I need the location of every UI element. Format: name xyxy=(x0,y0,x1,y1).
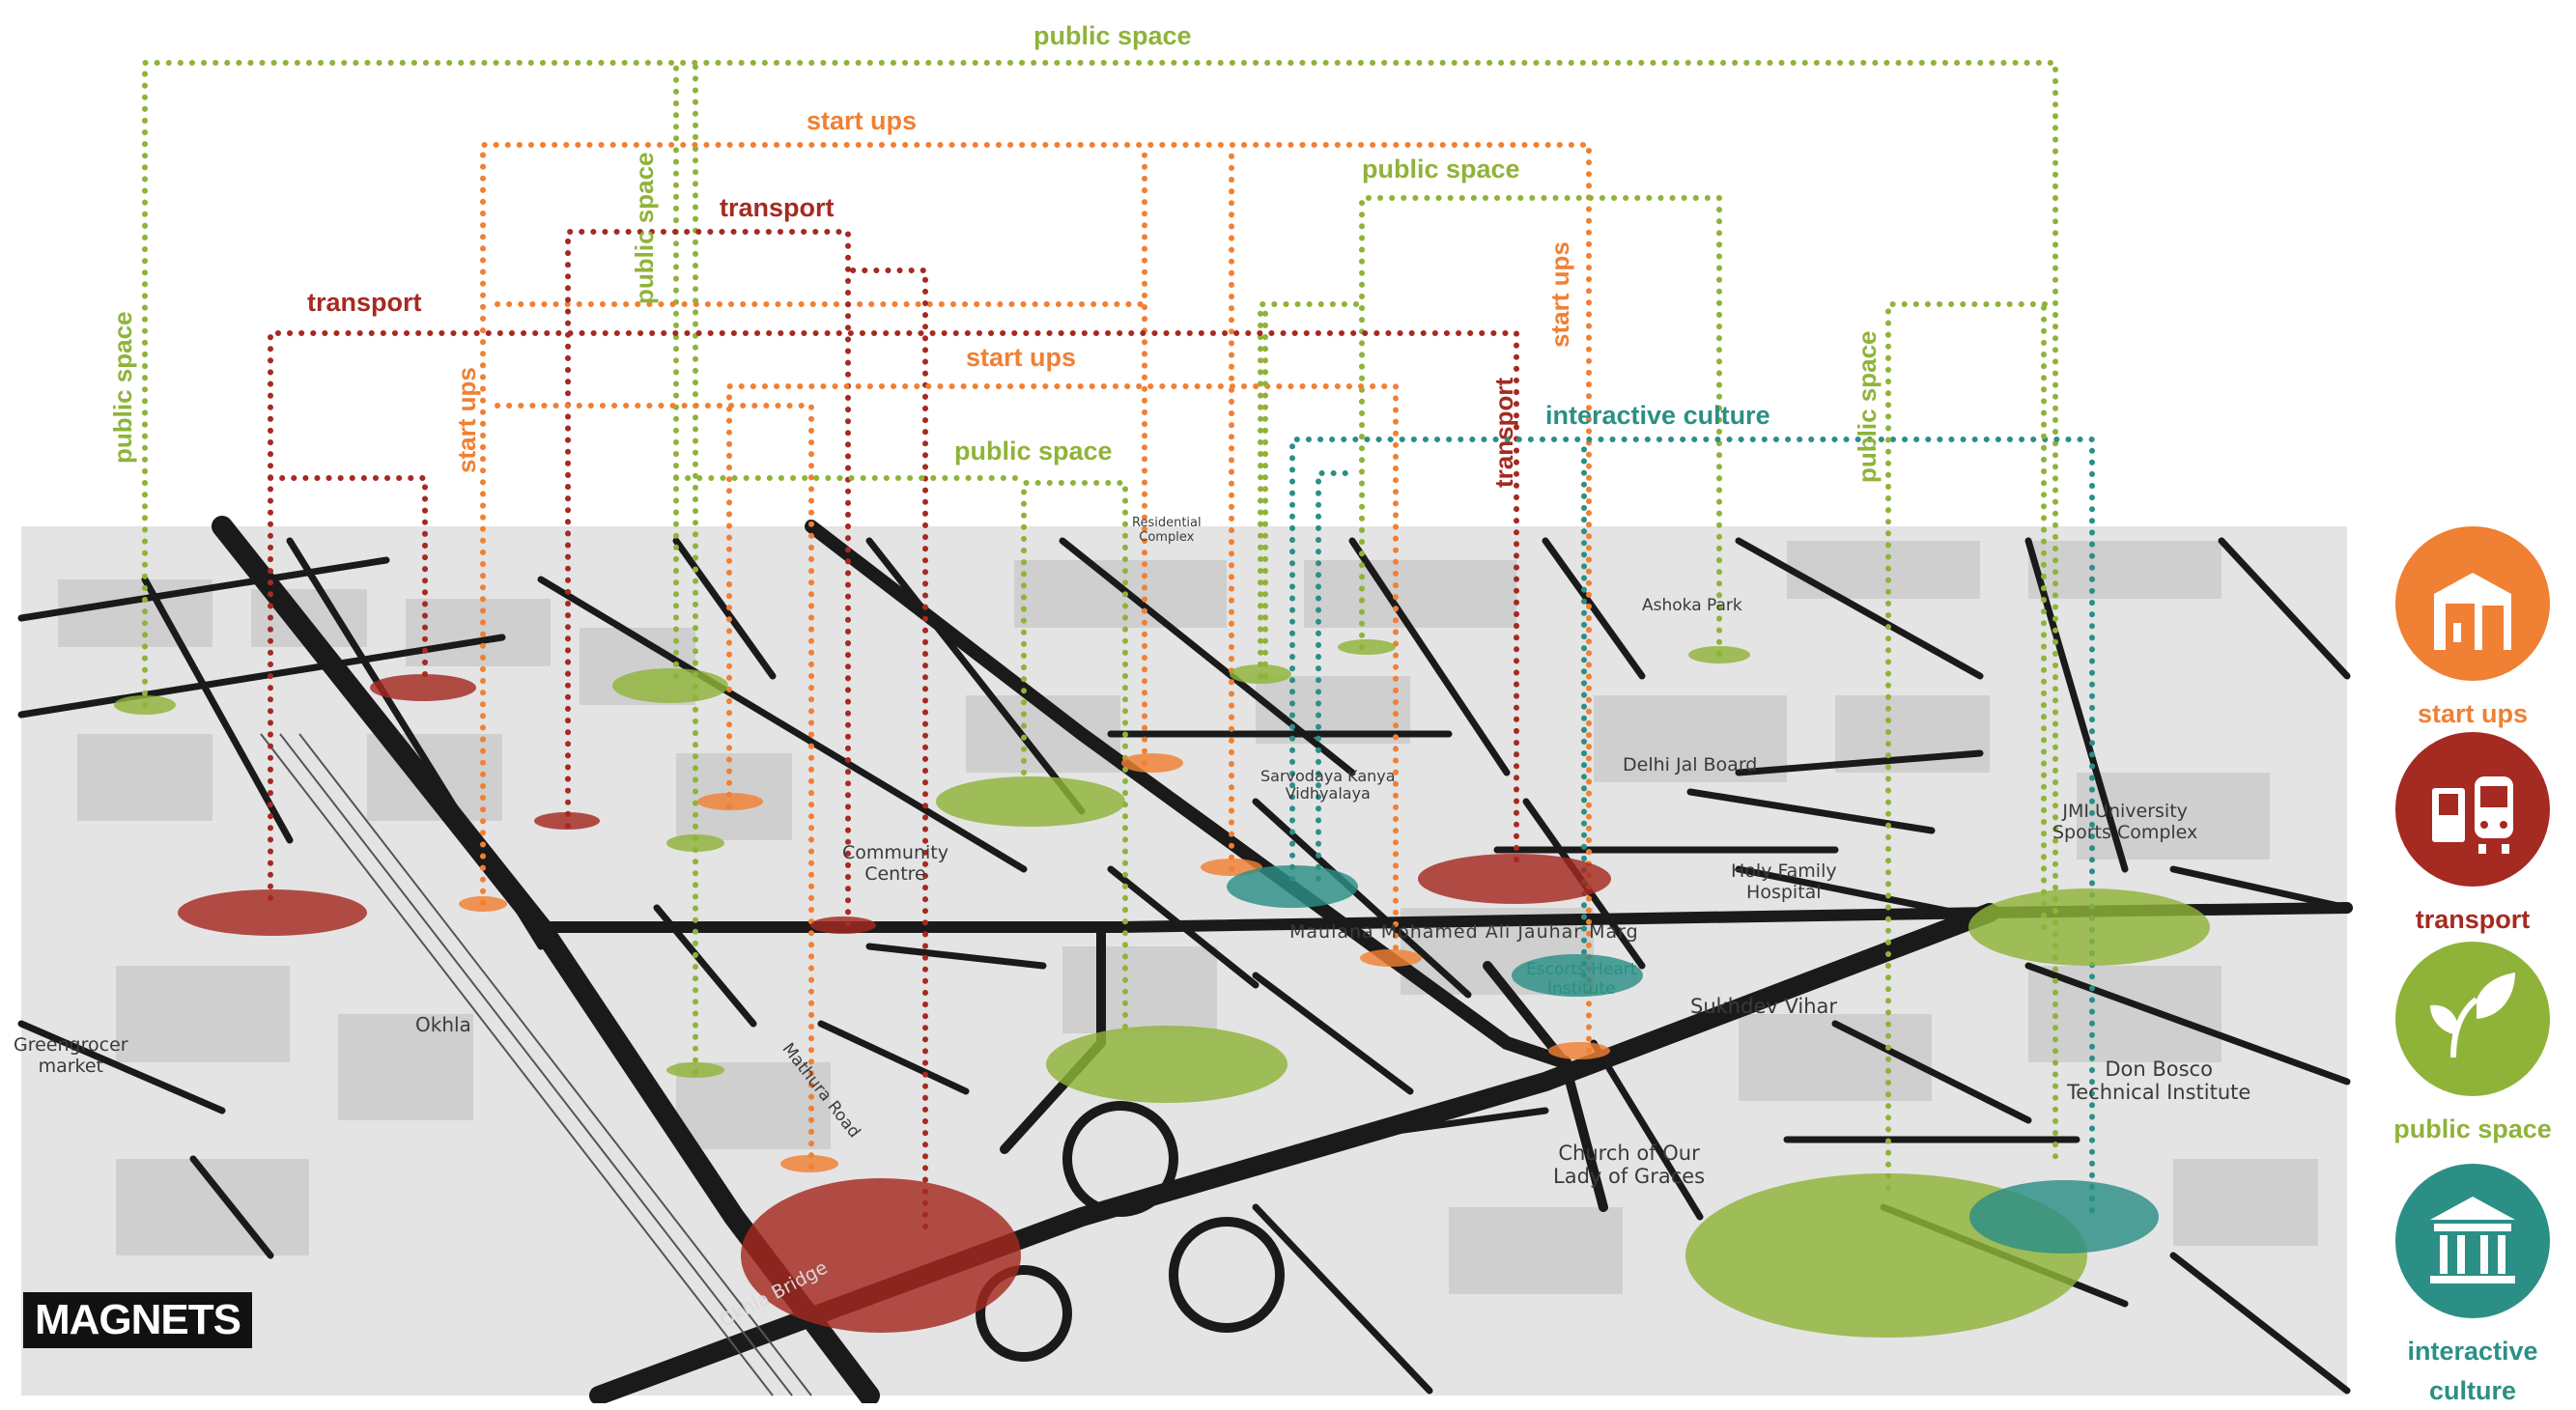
zone-public-space xyxy=(1688,646,1750,663)
zone-public-space xyxy=(1968,888,2210,966)
label-start-ups-1: start ups xyxy=(807,106,918,135)
label-public-space-3: public space xyxy=(954,437,1113,465)
zone-public-space xyxy=(666,834,724,852)
label-public-space-2: public space xyxy=(1362,155,1520,183)
connector-public-space xyxy=(1258,301,1365,679)
zone-start-ups xyxy=(780,1155,838,1172)
connector-start-ups xyxy=(495,403,814,1171)
label-start-ups-v1: start ups xyxy=(452,367,481,473)
map-label-community-centre: Community Centre xyxy=(842,842,948,885)
label-public-space-v3: public space xyxy=(1853,330,1882,484)
map-label-holy-family: Holy Family Hospital xyxy=(1731,860,1837,903)
map-label-church: Church of Our Lady of Graces xyxy=(1553,1142,1706,1189)
zone-interactive-culture xyxy=(1969,1180,2159,1254)
map-label-sarvodaya: Sarvodaya Kanya Vidhyalaya xyxy=(1260,767,1396,804)
label-start-ups-2: start ups xyxy=(966,343,1077,372)
building-icon xyxy=(2395,526,2550,681)
zone-public-space xyxy=(666,1062,724,1078)
zone-interactive-culture xyxy=(1227,865,1358,908)
zone-public-space xyxy=(1338,639,1396,655)
zone-transport xyxy=(370,674,476,701)
legend-start-ups-label: start ups xyxy=(2417,699,2529,728)
map-label-jmi: JMI University Sports Complex xyxy=(2052,801,2198,843)
map-label-delhi-jal-board: Delhi Jal Board xyxy=(1623,754,1758,776)
map-label-maulana: Maulana Mohamed Ali Jauhar Marg xyxy=(1289,921,1639,943)
magnet-zones xyxy=(114,639,2210,1338)
legend-interactive-culture: interactive culture xyxy=(2366,1164,2576,1410)
map-label-residential: Residential Complex xyxy=(1132,516,1202,545)
label-public-space-v2: public space xyxy=(630,152,659,305)
zone-public-space xyxy=(1046,1026,1288,1103)
connector-transport xyxy=(268,330,1519,901)
connector-transport xyxy=(847,268,928,1229)
zone-transport xyxy=(534,812,600,830)
zone-transport xyxy=(810,916,876,934)
legend-interactive-culture-label: interactive culture xyxy=(2407,1337,2538,1405)
label-interactive-culture: interactive culture xyxy=(1545,401,1770,430)
map-label-ashoka-park: Ashoka Park xyxy=(1642,596,1742,615)
legend-transport-label: transport xyxy=(2415,905,2531,934)
label-start-ups-v2: start ups xyxy=(1545,241,1574,348)
legend-transport: transport xyxy=(2366,732,2576,940)
map-label-don-bosco: Don Bosco Technical Institute xyxy=(2067,1058,2251,1105)
zone-interactive-culture xyxy=(1512,954,1643,997)
map-label-sukhdev: Sukhdev Vihar xyxy=(1690,995,1838,1018)
legend-public-space-label: public space xyxy=(2393,1114,2552,1143)
connector-public-space xyxy=(1885,301,2051,1191)
connector-start-ups xyxy=(480,142,1592,1056)
zone-start-ups xyxy=(1548,1042,1610,1059)
zone-public-space xyxy=(936,776,1125,827)
zone-transport xyxy=(1418,854,1611,904)
connector-public-space xyxy=(1021,480,1128,1036)
brand-logo: MAGNETS xyxy=(23,1292,252,1348)
connection-lines xyxy=(142,60,2095,1229)
connector-public-space xyxy=(1359,195,1722,660)
legend-public-space: public space xyxy=(2366,942,2576,1149)
zone-public-space xyxy=(114,695,176,715)
minor-roads xyxy=(17,537,2351,1395)
museum-icon xyxy=(2395,1164,2550,1318)
label-public-space-v1: public space xyxy=(108,311,137,465)
label-transport-1: transport xyxy=(720,193,835,222)
label-public-space-top: public space xyxy=(1033,21,1192,50)
zone-start-ups xyxy=(1121,753,1183,773)
railway xyxy=(260,733,812,1396)
map-label-okhla: Okhla xyxy=(415,1013,471,1036)
zone-start-ups xyxy=(459,896,507,912)
zone-transport xyxy=(741,1178,1021,1333)
connector-transport xyxy=(565,229,851,930)
map-label-greengrocer: Greengrocer market xyxy=(14,1034,128,1077)
leaf-icon xyxy=(2395,942,2550,1096)
connector-interactive-culture xyxy=(1289,437,2095,1215)
legend-start-ups: start ups xyxy=(2366,526,2576,734)
label-transport-2: transport xyxy=(307,288,422,317)
map-label-escorts: Escorts Heart Institute xyxy=(1526,960,1637,999)
zone-public-space xyxy=(612,668,728,703)
zone-start-ups xyxy=(697,793,763,810)
zone-transport xyxy=(178,889,367,936)
connector-transport xyxy=(268,475,428,689)
zone-public-space xyxy=(1230,664,1291,684)
label-transport-v: transport xyxy=(1489,377,1518,488)
train-icon xyxy=(2395,732,2550,887)
zone-start-ups xyxy=(1360,949,1422,967)
connector-start-ups xyxy=(726,383,1399,959)
